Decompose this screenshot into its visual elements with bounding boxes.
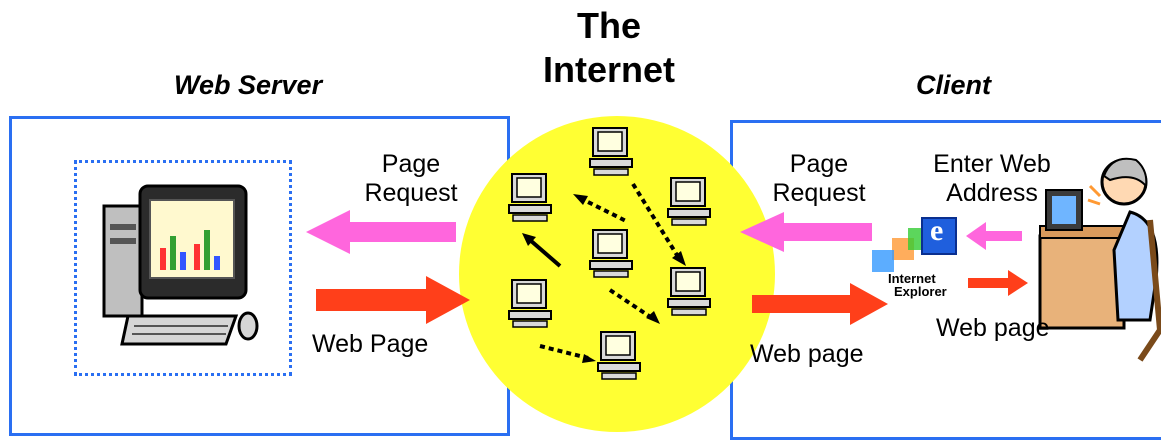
arrowhead-5 bbox=[522, 233, 536, 246]
client-web-page-label: Web page bbox=[750, 340, 864, 368]
server-request-arrow bbox=[306, 210, 456, 254]
enter-web-address-line-1: Enter Web bbox=[933, 150, 1051, 178]
browser-logo-name-line-2: Explorer bbox=[894, 284, 947, 299]
network-computer-6 bbox=[667, 267, 711, 316]
web-server-heading: Web Server bbox=[174, 70, 323, 100]
enter-web-address-label: Enter Web Address bbox=[924, 150, 1060, 208]
client-request-arrow bbox=[740, 212, 872, 252]
user-at-computer-icon bbox=[1038, 157, 1161, 362]
arrowhead-1 bbox=[672, 251, 686, 266]
web-server-panel bbox=[9, 116, 510, 436]
network-computer-7 bbox=[597, 331, 641, 380]
diagram-graphics bbox=[102, 116, 1161, 432]
browser-logo-letter: e bbox=[930, 214, 944, 247]
network-computer-2 bbox=[508, 173, 552, 222]
network-computer-5 bbox=[508, 279, 552, 328]
client-heading: Client bbox=[916, 70, 992, 100]
user-response-arrow bbox=[968, 270, 1028, 296]
traffic-arrow-1 bbox=[631, 182, 682, 262]
server-response-arrow bbox=[316, 276, 470, 324]
internet-explorer-logo bbox=[872, 217, 957, 272]
client-page-request-label: Page Request bbox=[764, 150, 874, 208]
enter-web-address-line-2: Address bbox=[946, 179, 1038, 207]
user-web-page-label: Web page bbox=[936, 314, 1050, 342]
client-response-arrow bbox=[752, 283, 888, 325]
server-page-request-line-1: Page bbox=[381, 150, 441, 178]
server-page-request-label: Page Request bbox=[356, 150, 466, 208]
arrowhead-3 bbox=[646, 311, 660, 324]
client-page-request-line-1: Page bbox=[789, 150, 849, 178]
internet-title: The Internet bbox=[509, 4, 709, 92]
browser-logo-name-line-1: Internet bbox=[888, 271, 936, 286]
internet-title-line-2: Internet bbox=[542, 49, 675, 90]
internet-title-line-1: The bbox=[576, 5, 641, 46]
browser-logo-name: Internet Explorer bbox=[888, 272, 947, 298]
user-request-arrow bbox=[966, 222, 1022, 250]
network-computer-3 bbox=[667, 177, 711, 226]
server-computer-frame bbox=[74, 160, 292, 376]
network-computer-1 bbox=[589, 127, 633, 176]
traffic-arrow-5 bbox=[528, 238, 562, 268]
server-computer-icon bbox=[102, 184, 259, 346]
arrowhead-2 bbox=[573, 194, 588, 205]
arrowhead-4 bbox=[582, 354, 596, 363]
client-page-request-line-2: Request bbox=[772, 179, 866, 207]
network-computer-4 bbox=[589, 229, 633, 278]
server-page-request-line-2: Request bbox=[364, 179, 458, 207]
server-web-page-label: Web Page bbox=[312, 330, 429, 358]
